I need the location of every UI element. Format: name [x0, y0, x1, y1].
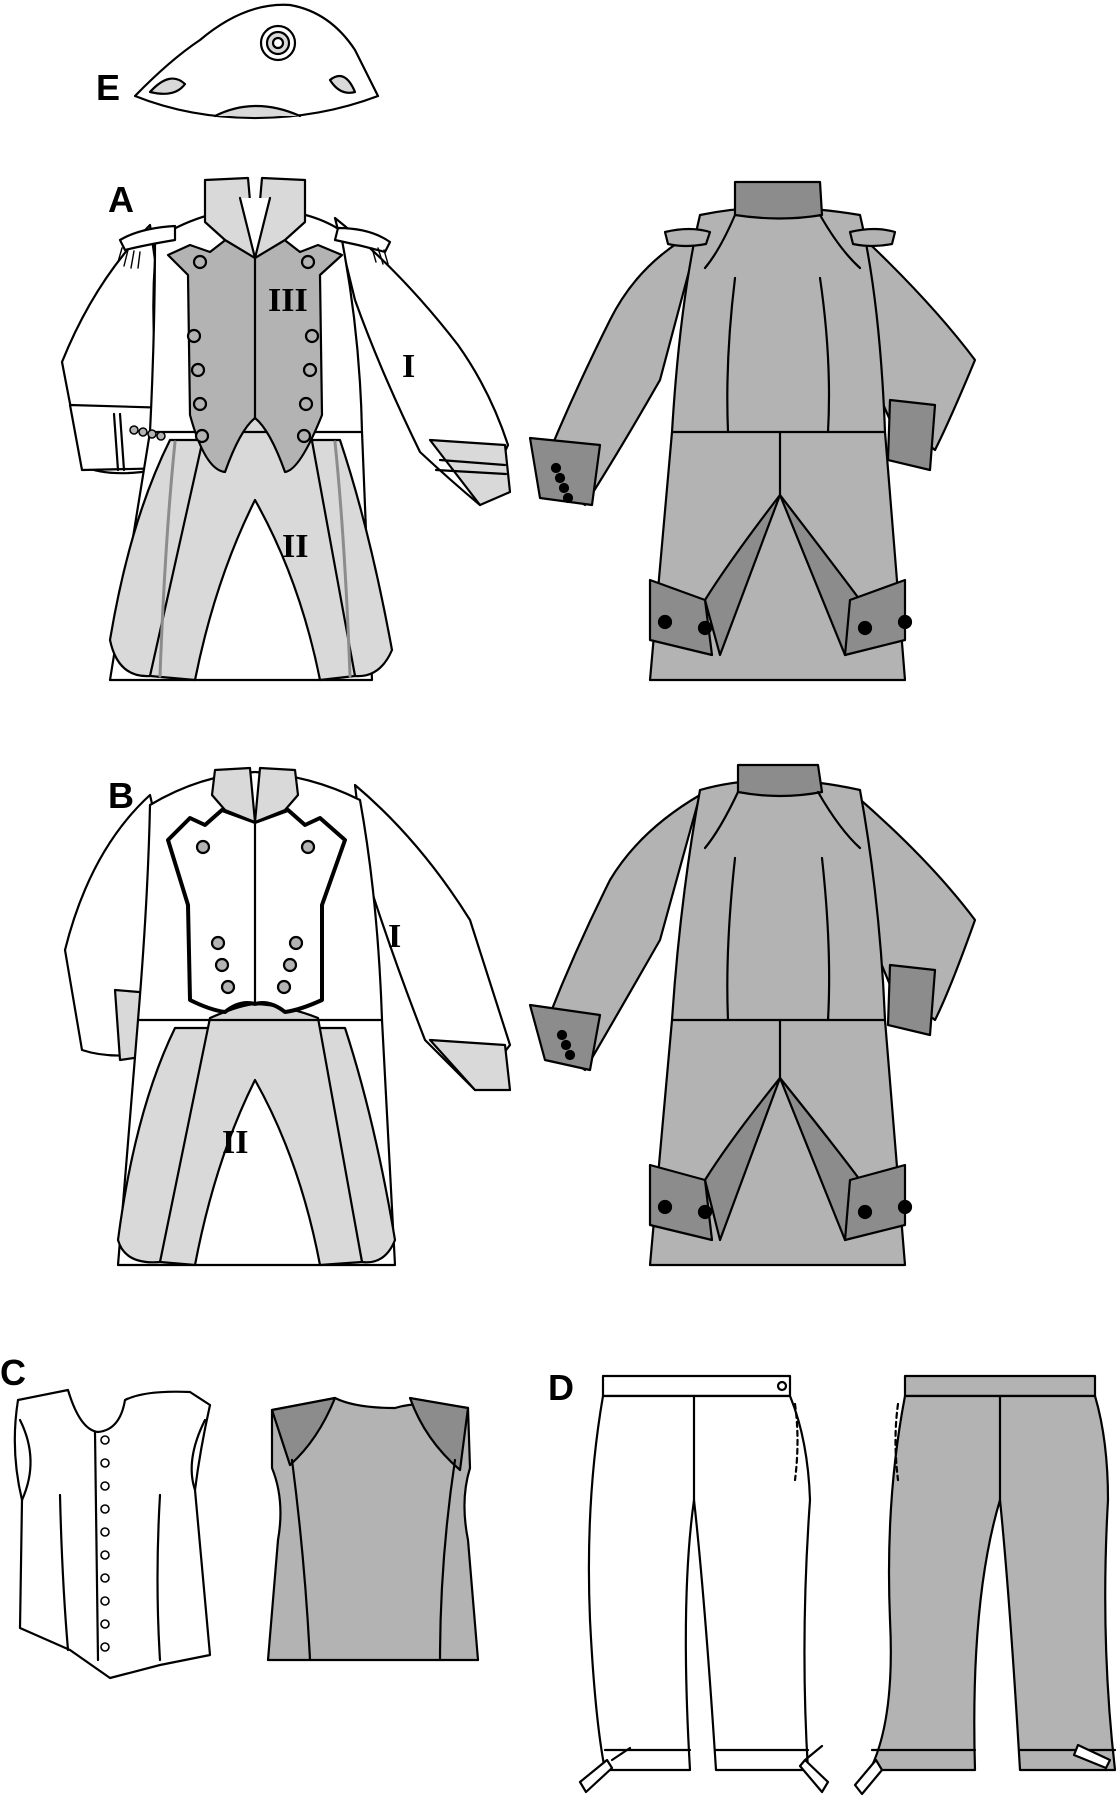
- view-letter-b: B: [108, 775, 134, 816]
- view-c-waistcoat: [13, 1388, 480, 1680]
- view-a-front-coat: [60, 176, 512, 682]
- view-letter-d: D: [548, 1367, 574, 1408]
- view-b-front-coat: [63, 766, 512, 1267]
- part-label-i-a: I: [402, 348, 416, 385]
- part-label-iii: III: [268, 282, 308, 319]
- view-b-back-coat: [528, 763, 977, 1267]
- view-letter-c: C: [0, 1352, 26, 1393]
- part-label-ii-b: II: [222, 1124, 249, 1161]
- view-letter-e: E: [96, 67, 121, 108]
- view-a-back-coat: [528, 180, 977, 682]
- part-label-i-b: I: [388, 918, 402, 955]
- view-e-bicorne-hat: [133, 3, 380, 120]
- view-letter-a: A: [108, 179, 134, 220]
- part-label-ii-a: II: [282, 528, 309, 565]
- view-d-breeches: [578, 1374, 1117, 1796]
